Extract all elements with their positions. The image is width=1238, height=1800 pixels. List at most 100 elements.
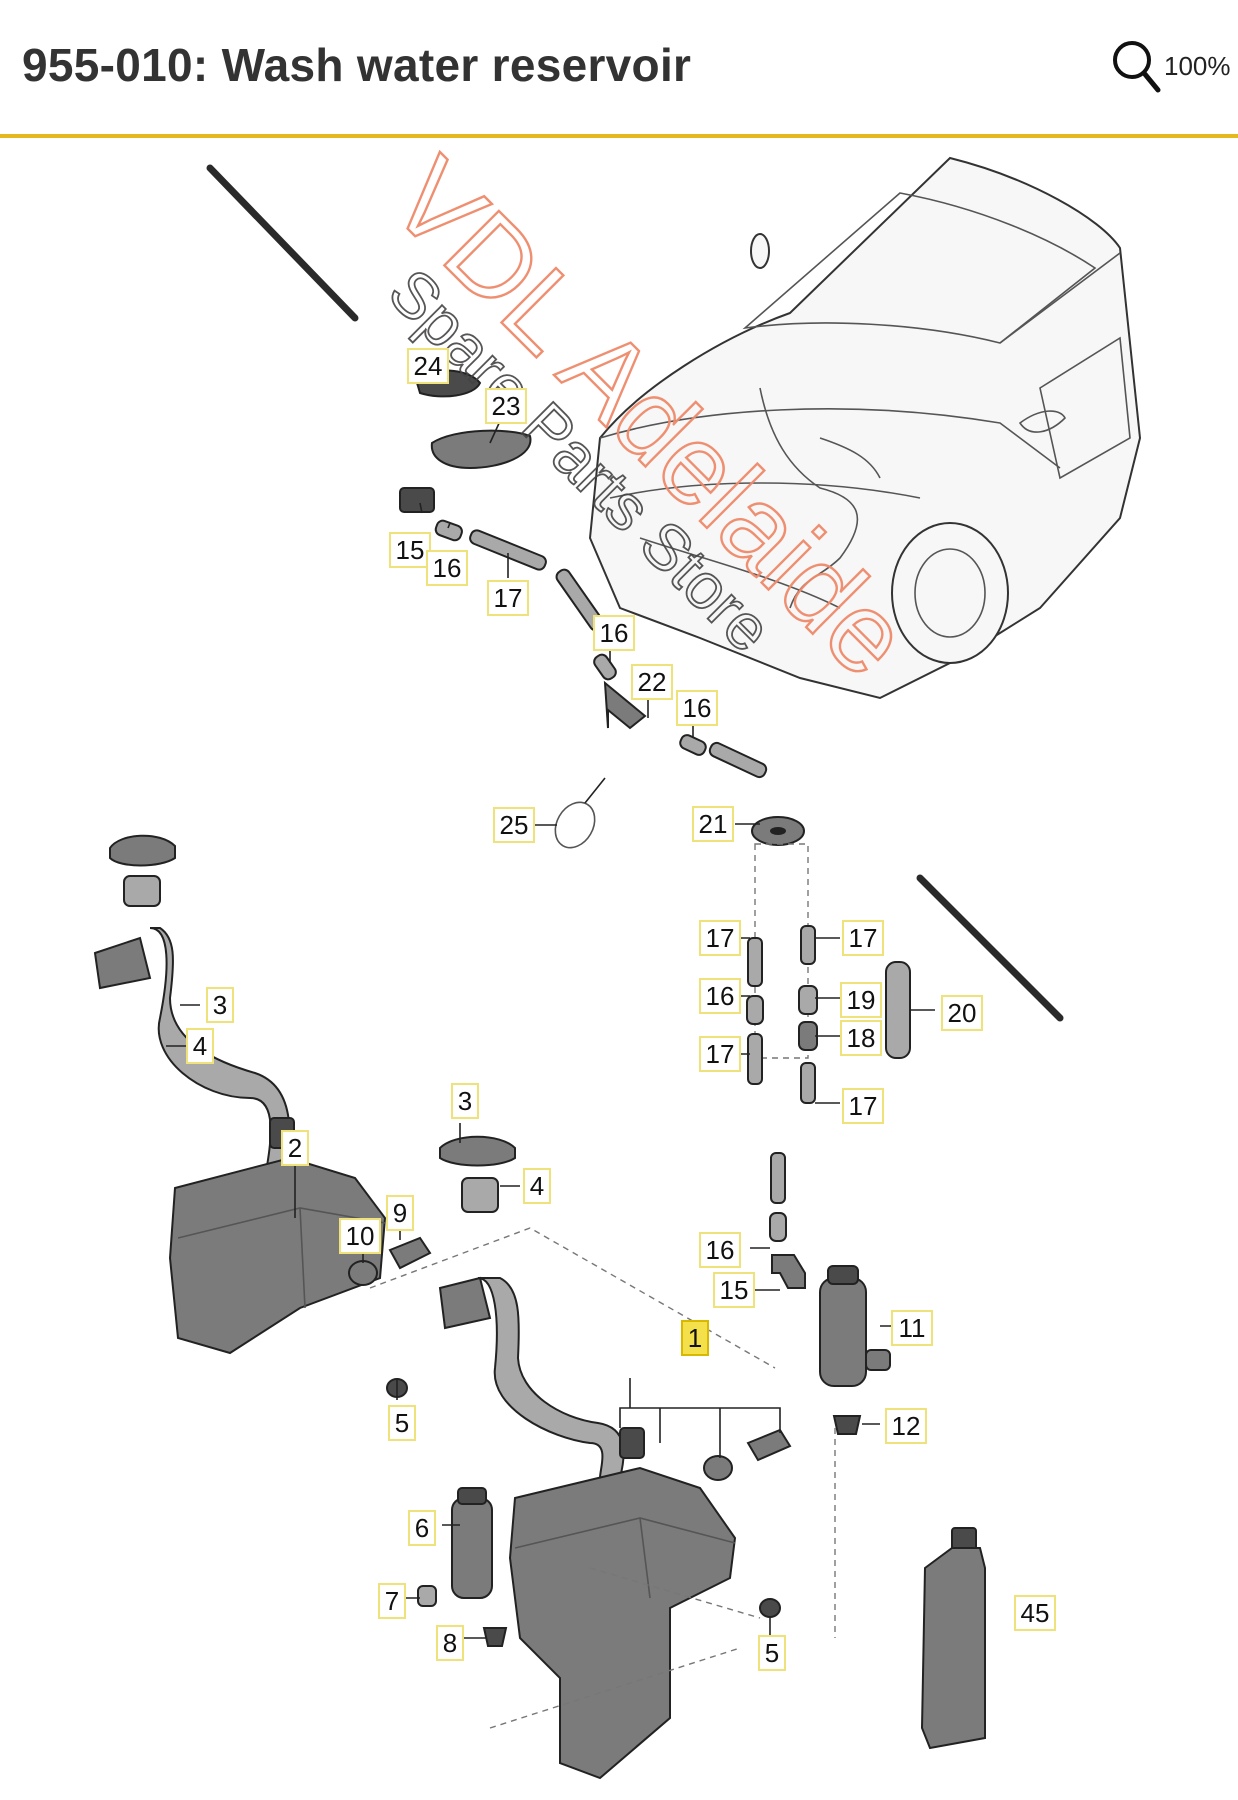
callout-number: 16 bbox=[706, 1235, 735, 1265]
callout-23[interactable]: 23 bbox=[485, 388, 527, 424]
callout-number: 16 bbox=[683, 693, 712, 723]
callout-24[interactable]: 24 bbox=[407, 348, 449, 384]
callout-17[interactable]: 17 bbox=[699, 920, 741, 956]
callout-box bbox=[840, 982, 882, 1018]
callout-6[interactable]: 6 bbox=[408, 1510, 436, 1546]
callout-11[interactable]: 11 bbox=[891, 1310, 933, 1346]
callout-number: 18 bbox=[847, 1023, 876, 1053]
callout-3[interactable]: 3 bbox=[206, 987, 234, 1023]
hose-17-right bbox=[800, 925, 816, 965]
callout-box bbox=[388, 1405, 416, 1441]
callout-box bbox=[339, 1218, 381, 1254]
callout-25[interactable]: 25 bbox=[493, 807, 535, 843]
callout-number: 20 bbox=[948, 998, 977, 1028]
callout-number: 5 bbox=[395, 1408, 409, 1438]
callout-10[interactable]: 10 bbox=[339, 1218, 381, 1254]
callout-number: 21 bbox=[699, 809, 728, 839]
callout-number: 6 bbox=[415, 1513, 429, 1543]
callout-box bbox=[389, 532, 431, 568]
callout-1[interactable]: 1 bbox=[681, 1320, 709, 1356]
callout-box bbox=[676, 690, 718, 726]
callout-17[interactable]: 17 bbox=[487, 580, 529, 616]
callout-22[interactable]: 22 bbox=[631, 664, 673, 700]
grommet-8 bbox=[482, 1627, 508, 1647]
valve-18 bbox=[798, 1021, 818, 1051]
callout-20[interactable]: 20 bbox=[941, 995, 983, 1031]
hose-17-left bbox=[747, 937, 763, 987]
callout-16[interactable]: 16 bbox=[593, 615, 635, 651]
callout-box bbox=[493, 807, 535, 843]
callout-box bbox=[593, 615, 635, 651]
magnifier-icon[interactable] bbox=[1110, 36, 1162, 96]
callout-5[interactable]: 5 bbox=[388, 1405, 416, 1441]
parts-diagram: VDL Adelaide Spare Parts Store 123344556… bbox=[93, 138, 1142, 1780]
callout-4[interactable]: 4 bbox=[523, 1168, 551, 1204]
grommet-hole bbox=[770, 827, 786, 835]
callout-5[interactable]: 5 bbox=[758, 1635, 786, 1671]
callout-18[interactable]: 18 bbox=[840, 1020, 882, 1056]
callout-17[interactable]: 17 bbox=[699, 1036, 741, 1072]
callout-9[interactable]: 9 bbox=[386, 1195, 414, 1231]
callout-box bbox=[699, 1232, 741, 1268]
callout-box bbox=[713, 1272, 755, 1308]
callout-number: 25 bbox=[500, 810, 529, 840]
callout-16[interactable]: 16 bbox=[699, 1232, 741, 1268]
callout-number: 17 bbox=[849, 1091, 878, 1121]
callout-8[interactable]: 8 bbox=[436, 1625, 464, 1661]
callout-21[interactable]: 21 bbox=[692, 806, 734, 842]
connector-16-mid bbox=[746, 995, 764, 1025]
callout-16[interactable]: 16 bbox=[699, 978, 741, 1014]
callout-box bbox=[758, 1635, 786, 1671]
callout-number: 8 bbox=[443, 1628, 457, 1658]
callout-box bbox=[487, 580, 529, 616]
callout-7[interactable]: 7 bbox=[378, 1583, 406, 1619]
hose-17-left-lower bbox=[747, 1033, 763, 1085]
callout-number: 1 bbox=[688, 1323, 702, 1353]
callout-number: 17 bbox=[494, 583, 523, 613]
callout-number: 5 bbox=[765, 1638, 779, 1668]
callout-box bbox=[699, 1036, 741, 1072]
callout-number: 2 bbox=[288, 1133, 302, 1163]
callout-15[interactable]: 15 bbox=[713, 1272, 755, 1308]
grommet-12 bbox=[832, 1415, 862, 1435]
callout-box bbox=[842, 1088, 884, 1124]
callout-number: 22 bbox=[638, 667, 667, 697]
callout-box bbox=[891, 1310, 933, 1346]
callout-number: 23 bbox=[492, 391, 521, 421]
callout-box bbox=[681, 1320, 709, 1356]
callout-4[interactable]: 4 bbox=[186, 1028, 214, 1064]
callout-number: 9 bbox=[393, 1198, 407, 1228]
sensor-9-center bbox=[746, 1428, 792, 1462]
sleeve-20 bbox=[885, 961, 911, 1059]
seal-10 bbox=[348, 1260, 378, 1286]
seal-10-center bbox=[703, 1455, 733, 1481]
hose-17-right-lower bbox=[800, 1062, 816, 1104]
washer-pump bbox=[819, 1265, 891, 1387]
callout-45[interactable]: 45 bbox=[1014, 1595, 1056, 1631]
connector-16-low bbox=[769, 1212, 787, 1242]
callout-box bbox=[206, 987, 234, 1023]
callout-number: 17 bbox=[849, 923, 878, 953]
zoom-control[interactable]: 100% bbox=[1110, 36, 1231, 96]
fluid-bottle bbox=[920, 1527, 986, 1750]
callout-box bbox=[692, 806, 734, 842]
callout-box bbox=[426, 550, 468, 586]
sensor-9 bbox=[388, 1236, 432, 1270]
callout-16[interactable]: 16 bbox=[676, 690, 718, 726]
callout-box bbox=[885, 1408, 927, 1444]
page-title: 955-010: Wash water reservoir bbox=[22, 39, 692, 91]
callout-box bbox=[407, 348, 449, 384]
callout-2[interactable]: 2 bbox=[281, 1130, 309, 1166]
callout-number: 17 bbox=[706, 1039, 735, 1069]
callout-16[interactable]: 16 bbox=[426, 550, 468, 586]
callout-12[interactable]: 12 bbox=[885, 1408, 927, 1444]
callout-15[interactable]: 15 bbox=[389, 532, 431, 568]
callout-19[interactable]: 19 bbox=[840, 982, 882, 1018]
callout-17[interactable]: 17 bbox=[842, 920, 884, 956]
callout-3[interactable]: 3 bbox=[451, 1083, 479, 1119]
callout-box bbox=[1014, 1595, 1056, 1631]
callout-17[interactable]: 17 bbox=[842, 1088, 884, 1124]
watermark-bar-top bbox=[206, 164, 359, 322]
callout-number: 10 bbox=[346, 1221, 375, 1251]
